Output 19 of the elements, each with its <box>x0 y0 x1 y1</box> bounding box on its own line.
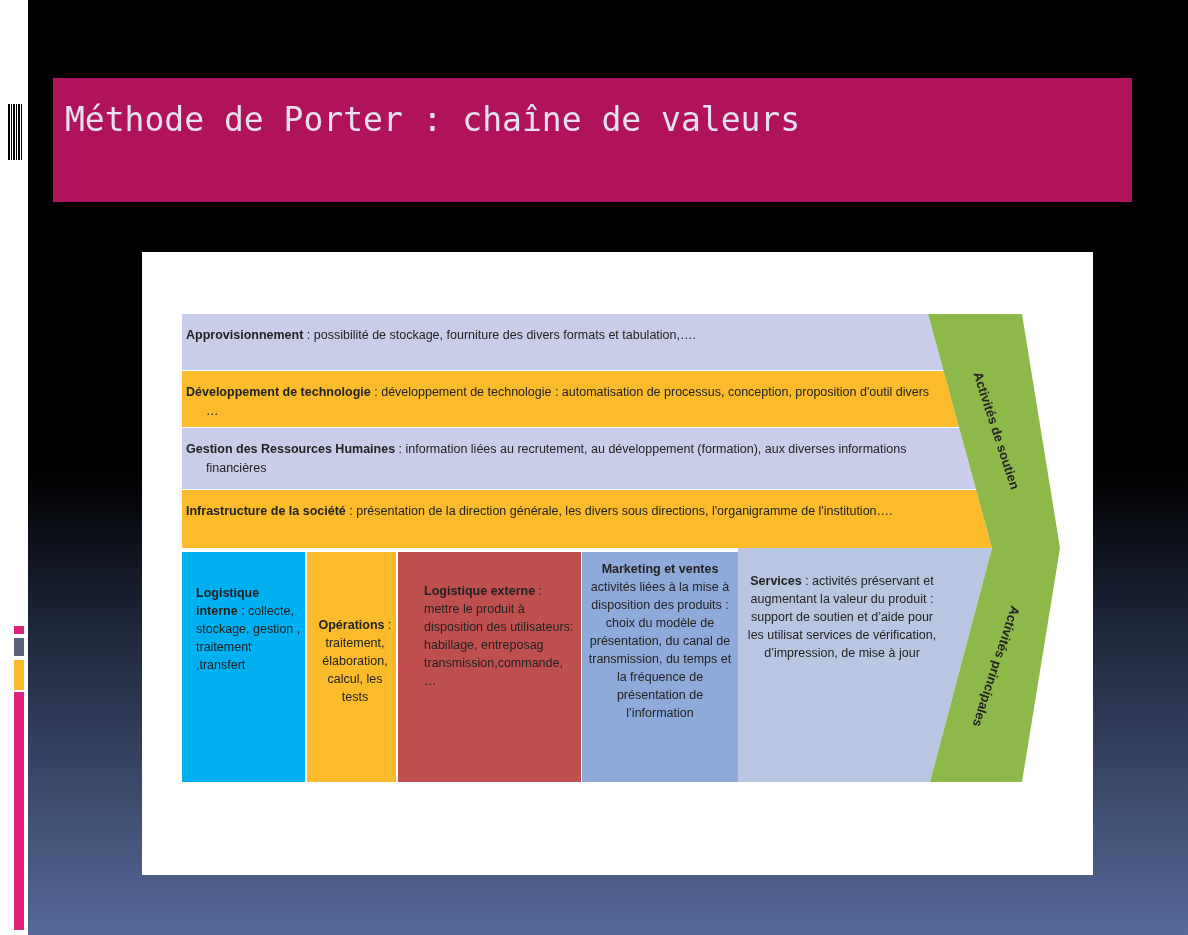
activity-description: Gestion des Ressources Humaines : information liées au recrutement, au développement (formation), aux diverses informations financières <box>186 441 908 477</box>
activity-description: Marketing et ventes activités liées à la mise à disposition des produits : choix du modèle de présentation, du canal de transmission, du temps et la fréquence de présentation de l’information <box>587 561 733 722</box>
activity-description: Services : activités préservant et augmentant la valeur du produit : support de soutien et d’aide pour les utilisat services de vérification, d’impression, de mise à jour <box>746 573 938 662</box>
primary-activity-box <box>182 552 305 782</box>
activity-description: Développement de technologie : développement de technologie : automatisation de processus, conception, proposition d'outil divers … <box>186 384 931 420</box>
activity-description: Logistique interne : collecte, stockage, gestion , traitement ,transfert <box>196 585 302 674</box>
activity-description: Approvisionnement : possibilité de stockage, fourniture des divers formats et tabulation,…. <box>186 327 697 344</box>
primary-activity-box <box>582 552 738 782</box>
support-activity-band <box>182 314 944 371</box>
activity-description: Logistique externe : mettre le produit à disposition des utilisateurs: habillage, entreposag transmission,commande, … <box>424 583 574 690</box>
activity-description: Infrastructure de la société : présentation de la direction générale, les divers sous directions, l'organigramme de l'institution…. <box>186 503 894 520</box>
primary-activity-box <box>307 552 396 782</box>
support-activity-band <box>182 490 993 549</box>
activity-description: Opérations : traitement, élaboration, calcul, les tests <box>317 617 393 706</box>
support-activity-band <box>182 371 960 428</box>
chevron-label-band <box>928 314 1060 548</box>
support-activity-band <box>182 428 977 490</box>
slide-title: Méthode de Porter : chaîne de valeurs <box>65 100 801 139</box>
primary-activity-box <box>398 552 581 782</box>
